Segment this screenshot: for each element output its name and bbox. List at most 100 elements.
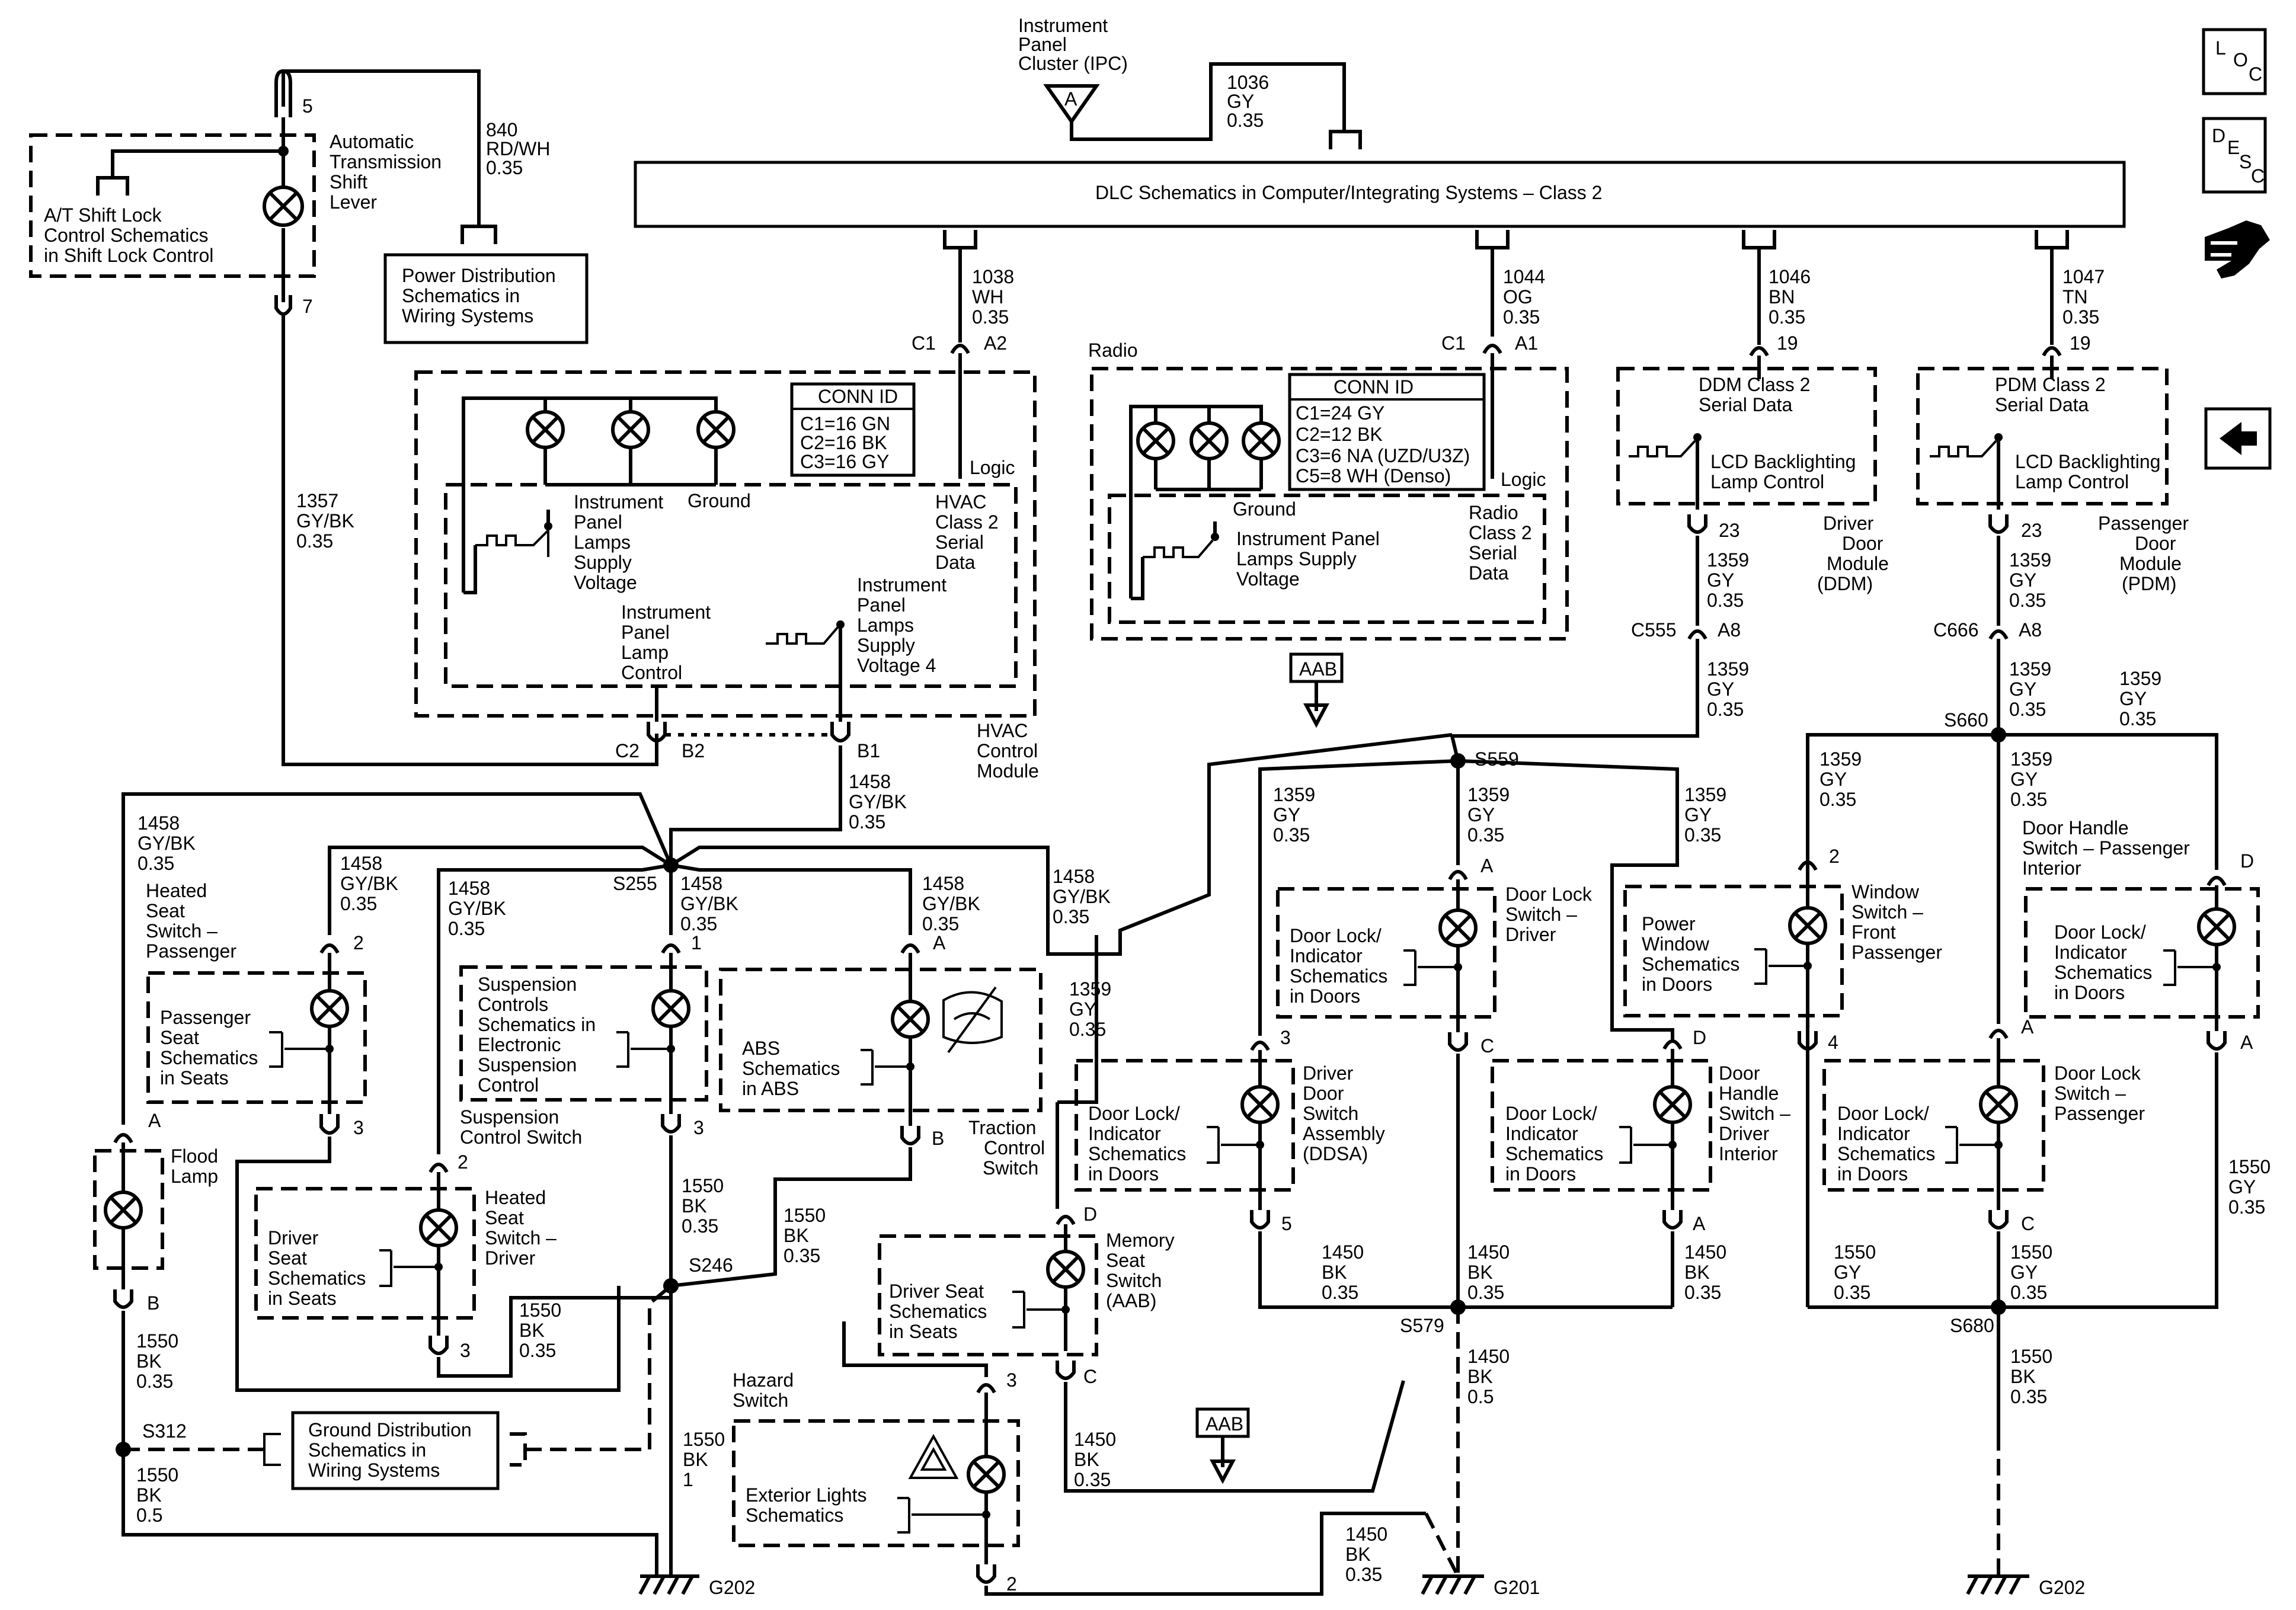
lock-drv-pin-c: C — [1480, 1035, 1494, 1057]
desc-button[interactable]: D E S C — [2202, 117, 2267, 194]
svg-text:Schematics: Schematics — [2054, 962, 2152, 983]
left-arrow-icon[interactable] — [2204, 407, 2272, 470]
wire-1550-pass-c-label: 1550 GY 0.35 — [2010, 1241, 2052, 1303]
svg-text:GY: GY — [1684, 804, 1712, 825]
svg-text:Flood: Flood — [171, 1145, 218, 1167]
susp-label: Suspension Controls Schematics in Electr… — [478, 974, 596, 1096]
hvac-b2: B2 — [682, 740, 705, 761]
svg-text:Serial: Serial — [1469, 542, 1517, 564]
drv-seat-label: Driver Seat Schematics in Seats — [268, 1227, 366, 1309]
handle-pass-pin-a: A — [2240, 1032, 2253, 1053]
svg-text:GY: GY — [1707, 569, 1734, 591]
susp-box[interactable] — [459, 965, 708, 1102]
hs-drv-label: Heated Seat Switch – Driver — [485, 1187, 557, 1269]
desc-letter-c: C — [2251, 165, 2265, 187]
svg-text:Panel: Panel — [574, 511, 622, 533]
lock-pass-lamp-icon — [1979, 1085, 2018, 1124]
svg-text:0.35: 0.35 — [1769, 306, 1805, 328]
middle-aab-text: AAB — [1205, 1413, 1243, 1435]
memory-seat-label: Memory Seat Switch (AAB) — [1106, 1230, 1175, 1311]
hs-drv-box[interactable] — [254, 1187, 476, 1320]
svg-text:in Doors: in Doors — [2054, 982, 2125, 1003]
svg-text:0.35: 0.35 — [2010, 1386, 2047, 1407]
svg-text:(DDSA): (DDSA) — [1303, 1143, 1368, 1164]
svg-text:0.35: 0.35 — [2228, 1196, 2265, 1218]
wire-1359-m-label: 1359 GY 0.35 — [1069, 978, 1111, 1040]
flood-lamp-label: Flood Lamp — [171, 1145, 218, 1187]
svg-text:Schematics: Schematics — [1837, 1143, 1935, 1164]
window-switch-box[interactable] — [1623, 885, 1844, 1017]
lock-pass-pin-a: A — [2021, 1016, 2034, 1038]
handle-pass-box[interactable] — [2024, 887, 2260, 1019]
svg-text:0.35: 0.35 — [849, 811, 885, 833]
shift-pin-7: 7 — [302, 296, 313, 317]
lock-drv-box[interactable] — [1276, 887, 1496, 1019]
svg-text:in Seats: in Seats — [160, 1067, 229, 1089]
ddm-conn-c555: C555 — [1631, 619, 1677, 641]
handle-drv-box[interactable] — [1491, 1059, 1712, 1192]
hvac-c2: C2 — [615, 740, 639, 761]
ddm-conn-a8: A8 — [1718, 619, 1741, 641]
hazard-switch-box[interactable] — [732, 1419, 1020, 1547]
svg-text:TN: TN — [2062, 286, 2088, 308]
svg-text:Passenger: Passenger — [1851, 942, 1942, 963]
svg-text:Schematics: Schematics — [1642, 953, 1739, 975]
radio-box[interactable] — [1090, 367, 1569, 641]
svg-text:Schematics: Schematics — [746, 1505, 843, 1526]
svg-text:1550: 1550 — [1834, 1241, 1876, 1263]
svg-text:Door: Door — [1719, 1062, 1760, 1084]
wire-1550-pass-d-label: 1550 BK 0.35 — [2010, 1346, 2052, 1407]
svg-text:Driver: Driver — [268, 1227, 319, 1249]
power-distribution-box[interactable] — [383, 253, 589, 344]
hs-pass-box[interactable] — [146, 971, 367, 1104]
svg-text:1458: 1458 — [849, 771, 891, 792]
svg-text:Seat: Seat — [1106, 1250, 1145, 1271]
svg-text:Seat: Seat — [160, 1027, 199, 1048]
pdm-box[interactable] — [1916, 367, 2169, 505]
svg-text:0.35: 0.35 — [1273, 824, 1310, 846]
svg-text:WH: WH — [972, 286, 1003, 308]
hvac-module-box[interactable] — [414, 370, 1037, 718]
svg-text:Switch: Switch — [733, 1390, 788, 1411]
wire-1458-a-label: 1458 GY/BK 0.35 — [137, 812, 196, 874]
lock-pass-box[interactable] — [1822, 1059, 2045, 1192]
dlc-bus-box[interactable] — [634, 161, 2126, 228]
svg-text:Schematics in: Schematics in — [308, 1439, 426, 1461]
ddm-box[interactable] — [1616, 367, 1877, 505]
memory-seat-box[interactable] — [878, 1234, 1098, 1356]
svg-text:GY: GY — [2119, 688, 2147, 709]
abs-box[interactable] — [719, 968, 1043, 1112]
svg-text:1550: 1550 — [682, 1175, 724, 1196]
pass-wire-a-label: 1359 GY 0.35 — [1819, 748, 1862, 810]
svg-text:GY/BK: GY/BK — [1053, 886, 1111, 907]
handle-pass-lamp-icon — [2197, 907, 2236, 946]
traction-control-icon — [942, 986, 1003, 1054]
handle-drv-sch-label: Door Lock/ Indicator Schematics in Doors — [1505, 1103, 1603, 1185]
svg-text:Data: Data — [935, 552, 976, 573]
desc-letter-d: D — [2212, 125, 2225, 146]
lock-drv-lamp-icon — [1438, 908, 1478, 948]
loc-button[interactable]: L O C — [2202, 28, 2267, 95]
svg-text:Memory: Memory — [1106, 1230, 1175, 1251]
splice-s579-label: S579 — [1400, 1315, 1444, 1336]
svg-text:in Doors: in Doors — [1642, 974, 1712, 995]
svg-text:GY/BK: GY/BK — [296, 510, 354, 532]
svg-text:in Doors: in Doors — [1505, 1163, 1576, 1185]
connector-plug-icon[interactable] — [2205, 220, 2270, 279]
svg-text:Exterior Lights: Exterior Lights — [746, 1484, 867, 1506]
svg-text:1359: 1359 — [2119, 668, 2161, 689]
svg-text:Window: Window — [1851, 881, 1920, 902]
ground-distribution-box[interactable] — [291, 1411, 500, 1490]
svg-text:Schematics: Schematics — [1505, 1143, 1603, 1164]
svg-text:1458: 1458 — [1053, 866, 1095, 887]
svg-text:1047: 1047 — [2062, 266, 2105, 287]
ddsa-box[interactable] — [1075, 1059, 1295, 1192]
svg-text:Passenger: Passenger — [146, 940, 236, 962]
svg-text:Schematics: Schematics — [268, 1267, 366, 1289]
svg-text:BK: BK — [519, 1320, 545, 1341]
radio-aab-text: AAB — [1299, 658, 1337, 680]
abs-label: ABS Schematics in ABS — [742, 1038, 840, 1099]
pdm-lcd-switch-icon — [1930, 440, 1997, 457]
svg-text:1359: 1359 — [1819, 748, 1862, 770]
svg-text:Module: Module — [1827, 553, 1889, 574]
